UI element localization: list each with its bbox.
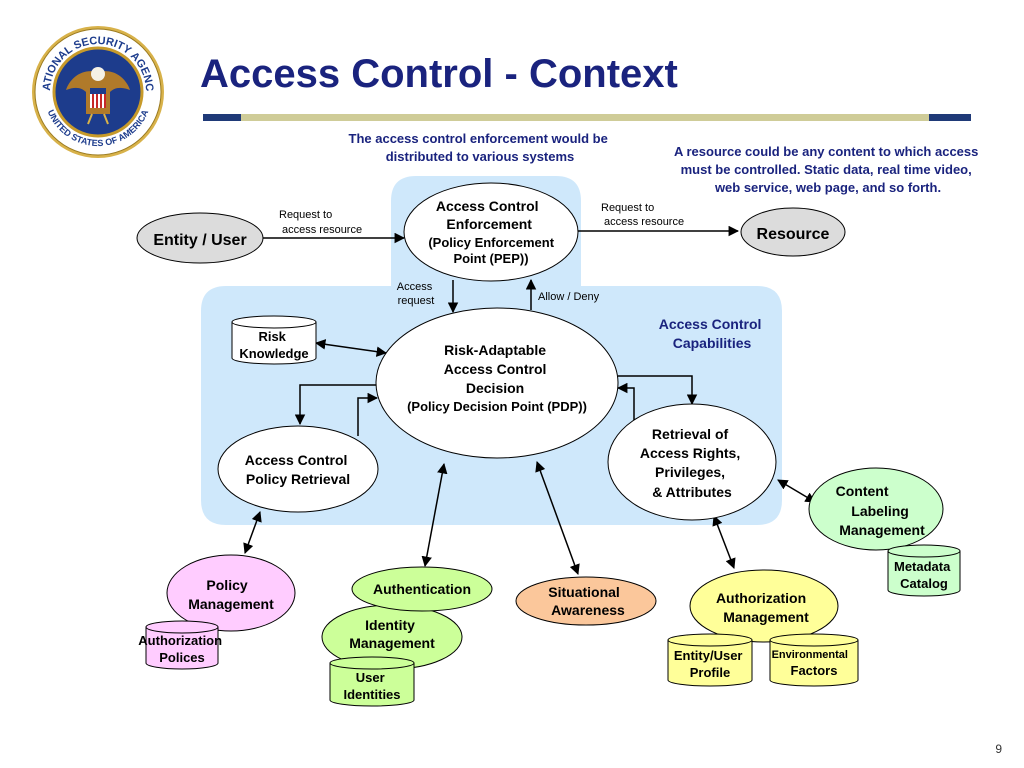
capabilities-label: Access Control Capabilities <box>659 316 766 351</box>
authorization-management-label: Authorization Management <box>716 590 810 625</box>
request-right-label: Request to access resource <box>601 202 684 228</box>
entity-user-profile-store <box>667 633 753 687</box>
slide-number: 9 <box>995 742 1002 756</box>
enforcement-note: The access control enforcement would be … <box>349 131 612 164</box>
authorization-polices-store <box>145 620 219 670</box>
pep-node <box>403 182 579 282</box>
content-labeling-node <box>808 467 944 551</box>
access-request-label: Access request <box>397 281 436 307</box>
allow-deny-label: Allow / Deny <box>538 291 600 303</box>
pdp-label: Risk-Adaptable Access Control Decision (… <box>407 342 587 414</box>
pep-label: Access Control Enforcement (Policy Enfor… <box>428 198 557 266</box>
entity-user-label: Entity / User <box>153 232 246 249</box>
authentication-node <box>351 566 493 612</box>
user-identities-label: User Identities <box>343 670 400 702</box>
authentication-label: Authentication <box>373 581 471 597</box>
metadata-catalog-label: Metadata Catalog <box>894 559 954 591</box>
situational-awareness-label: Situational Awareness <box>548 584 625 618</box>
title-rule-left <box>203 114 241 121</box>
situational-awareness-node <box>515 576 657 626</box>
rights-retrieval-label: Retrieval of Access Rights, Privileges, … <box>640 426 744 500</box>
title-rule-middle <box>241 114 929 121</box>
metadata-catalog-store <box>887 544 961 597</box>
user-identities-store <box>329 656 415 707</box>
risk-knowledge-store <box>231 315 317 365</box>
resource-node <box>740 207 846 257</box>
request-left-label: Request to access resource <box>279 209 362 236</box>
pdp-node <box>375 307 619 459</box>
policy-retrieval-node <box>217 425 379 513</box>
identity-management-label: Identity Management <box>349 617 435 651</box>
policy-management-node <box>166 554 296 632</box>
risk-knowledge-label: Risk Knowledge <box>239 329 308 361</box>
policy-management-label: Policy Management <box>188 577 274 612</box>
rights-retrieval-node <box>607 403 777 521</box>
authorization-management-node <box>689 569 839 643</box>
entity-user-profile-label: Entity/User Profile <box>674 648 746 680</box>
environmental-factors-label: Environmental Factors <box>772 645 853 678</box>
resource-note: A resource could be any content to which… <box>674 144 982 195</box>
content-labeling-label: Content Labeling Management <box>836 483 926 538</box>
entity-user-node <box>136 212 264 264</box>
environmental-factors-store <box>769 633 859 687</box>
title-rule-right <box>929 114 971 121</box>
resource-label: Resource <box>757 226 830 243</box>
slide-title: Access Control - Context <box>200 52 678 96</box>
nsa-seal-icon: NATIONAL SECURITY AGENCY UNITED STATES O… <box>30 24 164 158</box>
authorization-polices-label: Authorization Polices <box>138 633 225 665</box>
policy-retrieval-label: Access Control Policy Retrieval <box>245 452 352 487</box>
